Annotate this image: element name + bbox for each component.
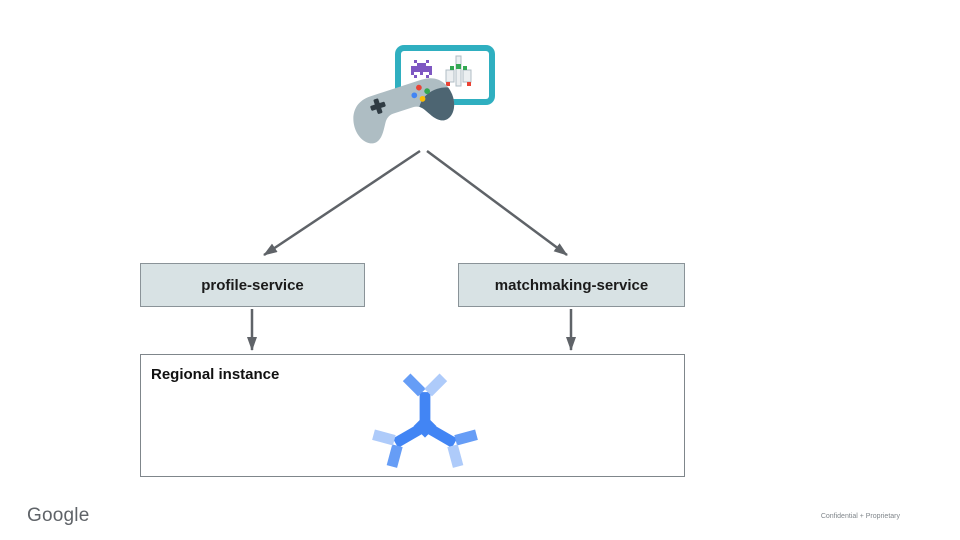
regional-instance-box: Regional instance bbox=[140, 354, 685, 477]
space-invader-sprite bbox=[411, 60, 432, 78]
cloud-spanner-icon bbox=[369, 367, 481, 471]
gamepad-icon bbox=[344, 68, 462, 158]
arrow-client-to-profile-service bbox=[263, 149, 421, 257]
button-green bbox=[424, 88, 430, 95]
profile-service-label: profile-service bbox=[201, 276, 304, 294]
button-red bbox=[416, 84, 422, 91]
google-logo: Google bbox=[27, 505, 90, 526]
arrow-client-to-matchmaking-service bbox=[426, 149, 568, 257]
profile-service-box: profile-service bbox=[140, 263, 365, 307]
button-blue bbox=[411, 92, 418, 99]
galaga-ship-sprite bbox=[445, 55, 472, 87]
confidential-note: Confidential + Proprietary bbox=[820, 513, 900, 520]
dpad-icon bbox=[370, 98, 386, 114]
matchmaking-service-box: matchmaking-service bbox=[458, 263, 685, 307]
button-yellow bbox=[419, 95, 426, 102]
regional-instance-label: Regional instance bbox=[151, 366, 280, 383]
matchmaking-service-label: matchmaking-service bbox=[494, 276, 649, 294]
